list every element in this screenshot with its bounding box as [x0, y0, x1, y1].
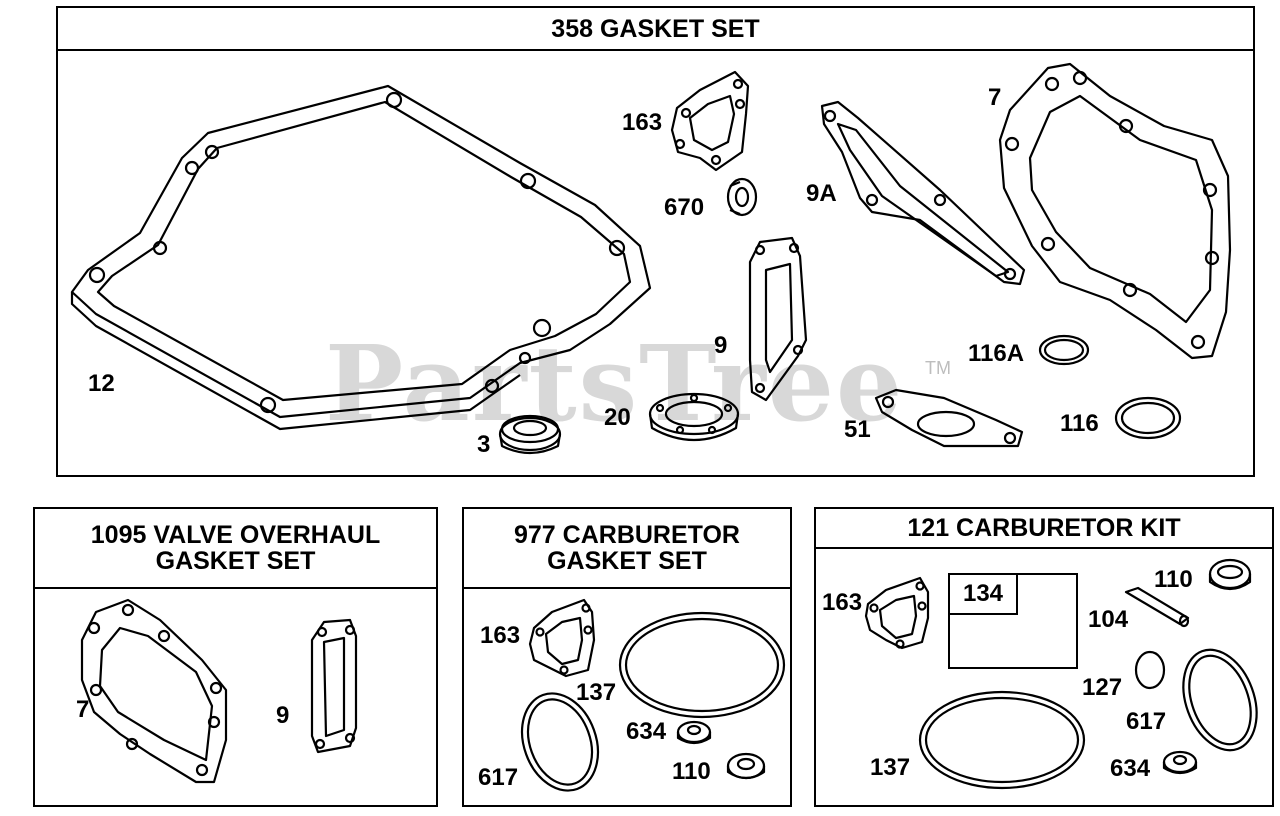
subassembly-134-box: 134	[948, 573, 1078, 669]
label-12: 12	[88, 370, 115, 397]
kit-part-137-ring	[918, 690, 1086, 790]
label-kit-617: 617	[1126, 708, 1167, 735]
label-9-top: 9	[714, 332, 728, 359]
part-9-gasket	[748, 236, 808, 402]
part-163-gasket	[670, 70, 750, 172]
label-kit-104: 104	[1088, 606, 1129, 633]
label-163-top: 163	[622, 109, 663, 136]
label-kit-163: 163	[822, 589, 863, 616]
label-51: 51	[844, 416, 871, 443]
part-3-seal	[498, 414, 562, 455]
label-670: 670	[664, 194, 705, 221]
label-kit-137: 137	[870, 754, 911, 781]
part-12-gasket	[70, 84, 652, 431]
subassembly-134-label: 134	[950, 575, 1018, 615]
label-valve-9: 9	[276, 702, 290, 729]
valve-overhaul-title: 1095 VALVE OVERHAUL GASKET SET	[35, 509, 436, 589]
label-carb-163: 163	[480, 622, 521, 649]
carb-part-617-ring	[520, 692, 600, 792]
label-carb-617: 617	[478, 764, 519, 791]
label-carb-137: 137	[576, 679, 617, 706]
kit-part-110-washer	[1208, 558, 1252, 591]
valve-overhaul-panel: 1095 VALVE OVERHAUL GASKET SET	[33, 507, 438, 807]
label-carb-110: 110	[672, 758, 711, 785]
label-kit-110: 110	[1154, 566, 1193, 593]
label-9a: 9A	[806, 180, 837, 207]
carburetor-kit-title: 121 CARBURETOR KIT	[816, 509, 1272, 549]
kit-part-163-gasket	[864, 576, 930, 650]
valve-part-7-gasket	[80, 598, 228, 784]
label-kit-127: 127	[1082, 674, 1123, 701]
part-116a-ring	[1038, 334, 1090, 366]
gasket-set-panel: 358 GASKET SET	[56, 6, 1255, 477]
kit-part-617-ring	[1182, 648, 1258, 752]
label-kit-634: 634	[1110, 755, 1151, 782]
carburetor-gasket-title: 977 CARBURETOR GASKET SET	[464, 509, 790, 589]
part-51-gasket	[874, 388, 1024, 448]
part-7-gasket	[998, 62, 1232, 360]
trademark-mark: TM	[925, 358, 951, 378]
label-7-top: 7	[988, 84, 1002, 111]
label-valve-7: 7	[76, 696, 90, 723]
label-3: 3	[477, 431, 491, 458]
gasket-set-title: 358 GASKET SET	[58, 8, 1253, 51]
part-670-seal	[726, 177, 758, 217]
valve-part-9-gasket	[310, 618, 358, 754]
part-9a-gasket	[820, 100, 1026, 286]
label-20: 20	[604, 404, 631, 431]
label-carb-634: 634	[626, 718, 667, 745]
carb-part-163-gasket	[528, 598, 596, 678]
carb-part-137-ring	[618, 611, 786, 719]
kit-part-634-washer	[1162, 750, 1198, 775]
label-116a: 116A	[968, 340, 1025, 367]
part-20-seal	[648, 392, 740, 442]
kit-part-127-plug	[1134, 650, 1166, 690]
kit-part-104-pin	[1124, 586, 1190, 628]
carb-part-634-washer	[676, 720, 712, 745]
part-116-ring	[1114, 396, 1182, 440]
label-116: 116	[1060, 410, 1099, 437]
carb-part-110-washer	[726, 752, 766, 780]
